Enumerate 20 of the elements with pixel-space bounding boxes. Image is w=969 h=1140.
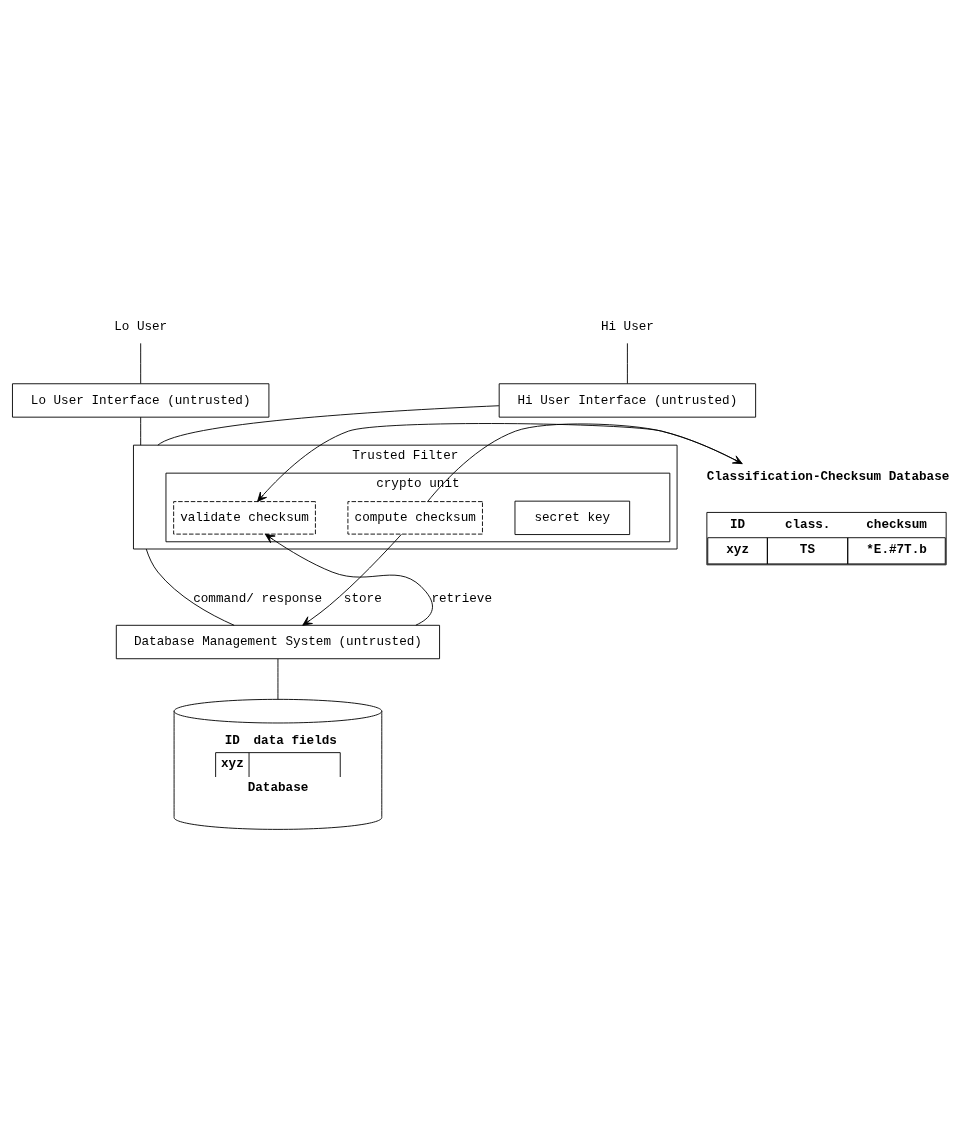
node-label: Classification-Checksum Database: [706, 469, 950, 485]
connector: [145, 548, 235, 626]
node-box: validate checksum: [173, 501, 316, 535]
node-box: secret key: [514, 500, 631, 535]
connector: [277, 658, 279, 700]
edge-label: store: [343, 591, 382, 607]
node-box: Hi User Interface (untrusted): [498, 383, 757, 418]
node-text: Hi User: [600, 319, 654, 335]
arrow: [264, 533, 433, 626]
node-box: Lo User Interface (untrusted): [12, 383, 270, 418]
arrow: [302, 533, 402, 626]
edge-label: command/ response: [193, 591, 323, 607]
connector: [140, 342, 142, 384]
node-box: Database Management System (untrusted): [115, 624, 441, 660]
connector: [140, 416, 142, 446]
node-text: Lo User: [114, 319, 168, 335]
edge-label: retrieve: [431, 591, 493, 607]
node-box: compute checksum: [347, 501, 483, 535]
connector: [157, 405, 500, 446]
connector: [626, 342, 628, 384]
